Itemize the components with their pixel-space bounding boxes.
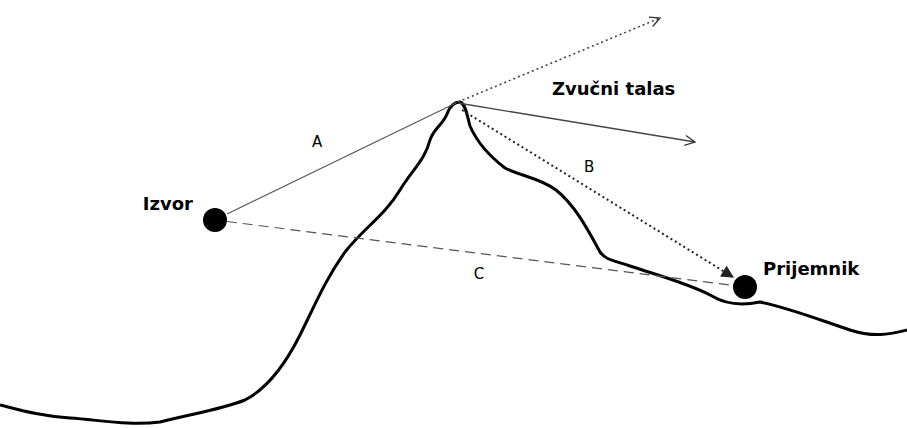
- point-label: Izvor: [143, 193, 193, 214]
- wave-caption: Zvučni talas: [552, 78, 675, 99]
- sound-ray-a: [227, 103, 456, 214]
- point-dot-fill: [733, 275, 757, 299]
- point-label: Prijemnik: [763, 258, 859, 279]
- point-dot-fill: [203, 208, 227, 232]
- ray-letter: B: [584, 158, 594, 176]
- diffracted-ray-b: [462, 110, 733, 277]
- point-node: Prijemnik: [733, 275, 757, 299]
- ray-letter: A: [312, 133, 322, 151]
- point-dot: [733, 275, 757, 299]
- direct-path-line: [227, 222, 731, 286]
- mountain-outline: [0, 102, 907, 423]
- point-node: Izvor: [203, 208, 227, 232]
- point-dot: [203, 208, 227, 232]
- ray-letter: C: [474, 265, 484, 283]
- sound-wave-arrow: [458, 103, 695, 142]
